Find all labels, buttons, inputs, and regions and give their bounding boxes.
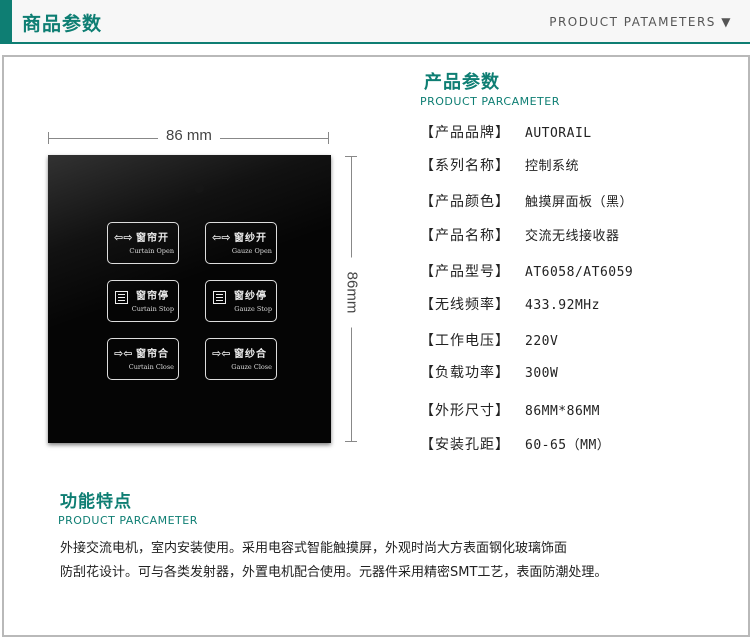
section-header: 商品参数 PRODUCT PATAMETERS ▼ — [0, 0, 750, 44]
arrows-close-icon: ⇨⇦ — [114, 347, 133, 360]
param-row-color: 【产品颜色】触摸屏面板（黑） — [420, 191, 633, 211]
sensor-dot — [194, 183, 204, 193]
width-dimension: 86 mm — [48, 127, 329, 147]
key-label-en: Gauze Close — [231, 363, 272, 371]
params-subtitle: PRODUCT PARCAMETER — [420, 95, 560, 108]
param-row-voltage: 【工作电压】 220V — [420, 330, 558, 350]
param-label: 【安装孔距】 — [420, 437, 510, 453]
param-row-series: 【系列名称】控制系统 — [420, 155, 579, 175]
param-label: 【产品型号】 — [420, 264, 510, 280]
param-label: 【系列名称】 — [420, 158, 510, 174]
param-value: AUTORAIL — [525, 126, 592, 141]
features-line: 防刮花设计。可与各类发射器，外置电机配合使用。元器件采用精密SMT工艺，表面防潮… — [60, 565, 608, 580]
param-value: 交流无线接收器 — [525, 229, 620, 244]
param-value: AT6058/AT6059 — [525, 265, 634, 280]
features-description: 外接交流电机，室内安装使用。采用电容式智能触摸屏，外观时尚大方表面钢化玻璃饰面 … — [60, 537, 740, 585]
arrows-close-icon: ⇨⇦ — [212, 347, 231, 360]
param-value: 60-65（MM） — [525, 438, 611, 453]
param-value: 控制系统 — [525, 159, 580, 174]
params-title: 产品参数 — [424, 72, 500, 93]
key-label-cn: 窗纱合 — [234, 349, 267, 360]
features-subtitle: PRODUCT PARCAMETER — [58, 514, 198, 527]
param-label: 【无线频率】 — [420, 297, 510, 313]
param-label: 【产品名称】 — [420, 228, 510, 244]
key-curtain-open: ⇦⇨ 窗帘开 Curtain Open — [107, 222, 179, 264]
param-label: 【产品颜色】 — [420, 194, 510, 210]
param-row-hole-spacing: 【安装孔距】 60-65（MM） — [420, 434, 610, 454]
param-label: 【工作电压】 — [420, 333, 510, 349]
param-row-model: 【产品型号】 AT6058/AT6059 — [420, 261, 633, 281]
param-value: 300W — [525, 366, 559, 381]
height-label: 86mm — [343, 257, 361, 328]
key-curtain-stop: 窗帘停 Curtain Stop — [107, 280, 179, 322]
param-label: 【外形尺寸】 — [420, 403, 510, 419]
key-label-cn: 窗帘开 — [136, 233, 169, 244]
header-title: 商品参数 — [22, 13, 103, 35]
param-row-power: 【负载功率】 300W — [420, 362, 558, 382]
param-value: 220V — [525, 334, 559, 349]
features-line: 外接交流电机，室内安装使用。采用电容式智能触摸屏，外观时尚大方表面钢化玻璃饰面 — [60, 541, 568, 556]
key-label-en: Curtain Close — [128, 363, 174, 371]
key-label-cn: 窗帘停 — [136, 291, 169, 302]
key-label-en: Curtain Stop — [131, 305, 174, 313]
param-value: 触摸屏面板（黑） — [525, 195, 634, 210]
param-value: 433.92MHz — [525, 298, 600, 313]
height-dimension: 86mm — [343, 156, 361, 442]
param-row-brand: 【产品品牌】 AUTORAIL — [420, 122, 592, 142]
stop-icon — [115, 291, 128, 304]
key-gauze-stop: 窗纱停 Gauze Stop — [205, 280, 277, 322]
width-label: 86 mm — [158, 127, 220, 144]
content-frame — [2, 55, 750, 637]
key-label-cn: 窗纱开 — [234, 233, 267, 244]
param-value: 86MM*86MM — [525, 404, 600, 419]
arrows-open-icon: ⇦⇨ — [212, 231, 231, 244]
arrows-open-icon: ⇦⇨ — [114, 231, 133, 244]
key-label-cn: 窗帘合 — [136, 349, 169, 360]
key-label-en: Curtain Open — [129, 247, 174, 255]
touch-panel-image: ⇦⇨ 窗帘开 Curtain Open ⇦⇨ 窗纱开 Gauze Open 窗帘… — [48, 155, 331, 443]
param-row-size: 【外形尺寸】 86MM*86MM — [420, 400, 600, 420]
key-gauze-close: ⇨⇦ 窗纱合 Gauze Close — [205, 338, 277, 380]
param-row-frequency: 【无线频率】 433.92MHz — [420, 294, 600, 314]
header-accent-bar — [0, 0, 12, 42]
key-label-en: Gauze Open — [231, 247, 272, 255]
header-subtitle: PRODUCT PATAMETERS ▼ — [549, 15, 732, 29]
param-row-name: 【产品名称】交流无线接收器 — [420, 225, 620, 245]
stop-icon — [213, 291, 226, 304]
key-curtain-close: ⇨⇦ 窗帘合 Curtain Close — [107, 338, 179, 380]
features-title: 功能特点 — [60, 492, 132, 512]
header-subtitle-text: PRODUCT PATAMETERS — [549, 15, 716, 29]
param-label: 【产品品牌】 — [420, 125, 510, 141]
key-label-en: Gauze Stop — [234, 305, 272, 313]
caret-down-icon: ▼ — [721, 15, 732, 29]
key-gauze-open: ⇦⇨ 窗纱开 Gauze Open — [205, 222, 277, 264]
key-label-cn: 窗纱停 — [234, 291, 267, 302]
param-label: 【负载功率】 — [420, 365, 510, 381]
